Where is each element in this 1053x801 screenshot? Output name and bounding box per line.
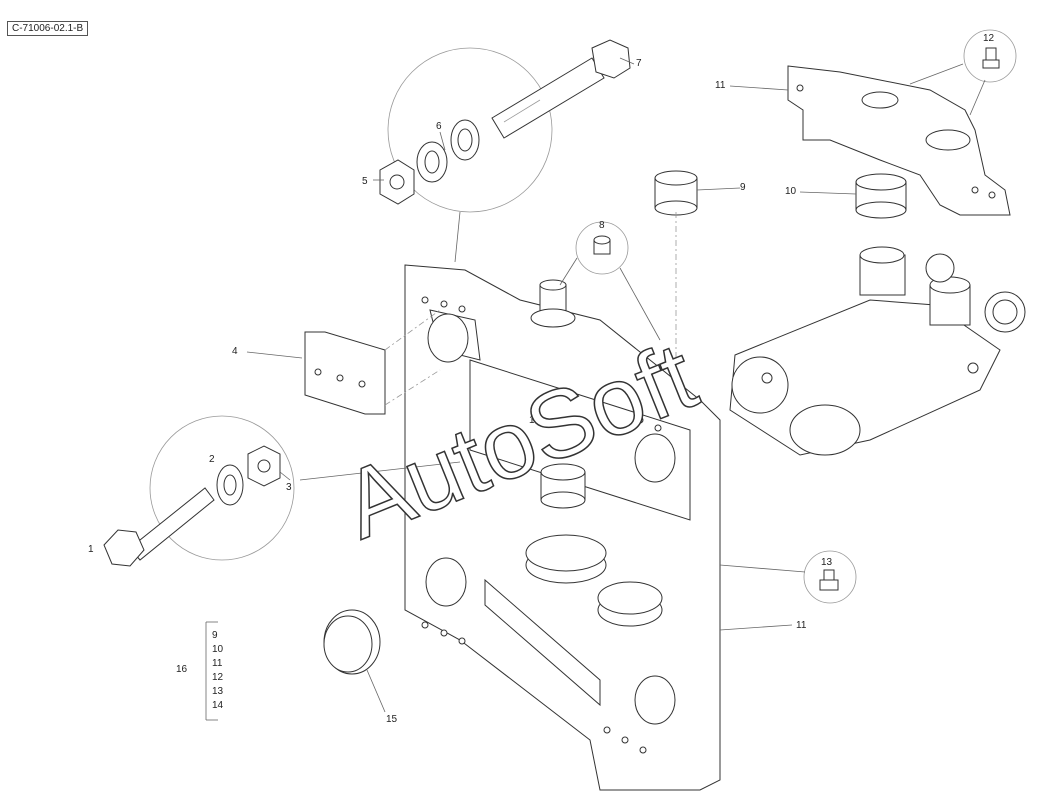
callout-8: 8 [599, 220, 605, 231]
kit-item-10: 10 [212, 644, 224, 655]
leader-detail-bolt [299, 461, 461, 481]
leader-detail-washers [454, 211, 461, 263]
main-bracket-housing [404, 264, 721, 791]
leader-13 [719, 564, 806, 573]
detail-circle-plug [575, 221, 629, 275]
grease-fitting-part-12 [982, 47, 1000, 69]
callout-3: 3 [286, 482, 292, 493]
bushing-part-9 [654, 170, 698, 216]
kit-item-11: 11 [212, 658, 223, 669]
leader-8a [559, 257, 578, 286]
cap-part-15 [323, 609, 381, 675]
leader-12b [969, 79, 986, 116]
bushing-part-14 [540, 463, 586, 509]
callout-11-top: 11 [715, 80, 726, 91]
callout-1: 1 [88, 544, 94, 555]
leader-4 [246, 351, 303, 359]
detail-circle-grease-fitting-side [803, 550, 857, 604]
bushing-part-10 [855, 173, 907, 219]
pin-stud [530, 279, 576, 328]
upper-bracket [787, 65, 1011, 216]
callout-9: 9 [740, 182, 746, 193]
leader-15 [366, 669, 386, 713]
bolt-part-7 [491, 39, 631, 139]
plate-part-4 [304, 331, 386, 415]
leader-12a [909, 63, 964, 85]
detail-circle-grease-fitting-top [963, 29, 1017, 83]
washers-part-6 [416, 119, 480, 183]
drawing-reference-label: C-71006-02.1-B [7, 21, 89, 36]
nut-part-5 [379, 159, 415, 205]
washer-part-2 [216, 464, 244, 506]
kit-item-9: 9 [212, 630, 218, 641]
kit-label: 16 [176, 664, 188, 675]
leader-7 [619, 57, 635, 65]
callout-2: 2 [209, 454, 215, 465]
leader-11-top [729, 85, 789, 91]
leader-11-side [719, 624, 793, 631]
callout-6: 6 [436, 121, 442, 132]
callout-5: 5 [362, 176, 368, 187]
leader-8b [619, 267, 661, 341]
callout-15: 15 [386, 714, 398, 725]
callout-12: 12 [983, 33, 995, 44]
hydraulic-cylinders [729, 246, 1026, 456]
bolt-part-1 [103, 487, 215, 567]
callout-14: 14 [529, 415, 541, 426]
detail-circle-washers [387, 47, 553, 213]
kit-item-13: 13 [212, 686, 224, 697]
plug-part-8 [593, 235, 611, 255]
callout-10: 10 [785, 186, 797, 197]
detail-circle-bolt-set [149, 415, 295, 561]
leader-6 [439, 131, 446, 151]
kit-item-14: 14 [212, 700, 224, 711]
callout-13: 13 [821, 557, 833, 568]
nut-part-3 [247, 445, 281, 487]
callout-7: 7 [636, 58, 642, 69]
leader-10 [799, 191, 857, 195]
kit-item-12: 12 [212, 672, 224, 683]
leader-9 [696, 187, 741, 191]
grease-fitting-part-13 [819, 569, 839, 591]
leader-3 [279, 471, 291, 481]
callout-11-side: 11 [796, 620, 807, 631]
callout-4: 4 [232, 346, 238, 357]
kit-legend: 9 10 11 12 13 14 16 [176, 621, 224, 721]
